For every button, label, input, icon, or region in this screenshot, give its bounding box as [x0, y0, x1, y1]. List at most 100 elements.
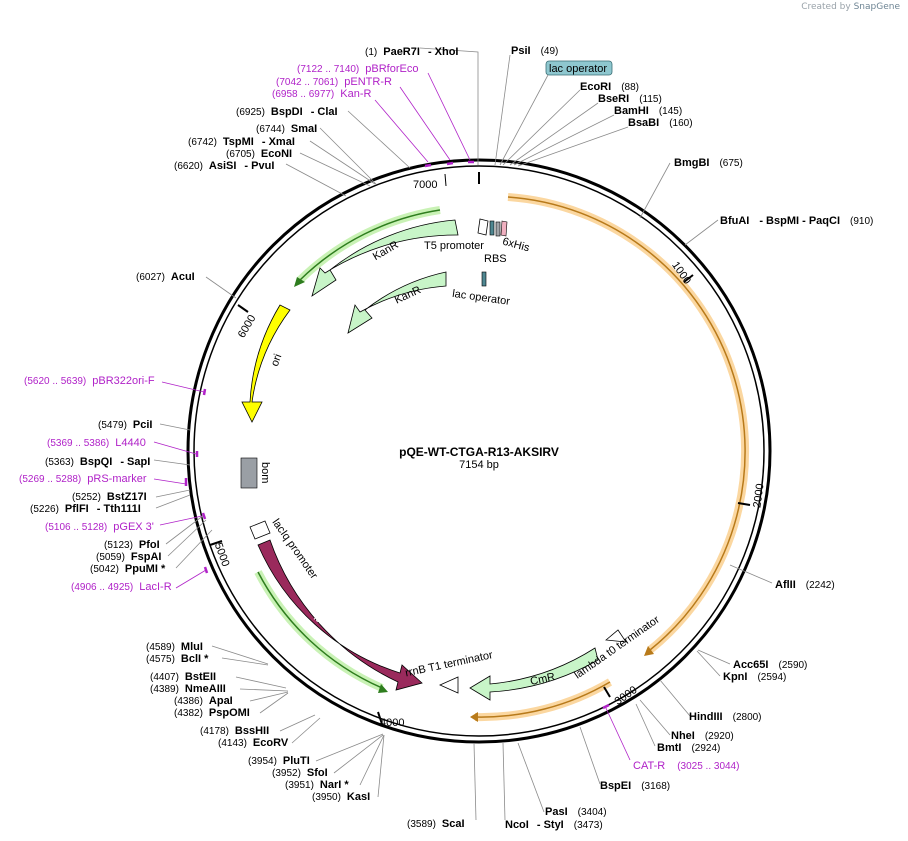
- connector-acui: [205, 276, 237, 299]
- primer-pbrforeco: (7122 .. 7140)pBRforEco: [297, 63, 418, 75]
- tick-mark-2000: [737, 502, 751, 506]
- connector-bfuai: [684, 219, 719, 246]
- connector-pflfi: [155, 494, 191, 509]
- enzyme-acui: (6027)AcuI: [136, 271, 195, 283]
- primer-line-kan-r: [374, 99, 429, 163]
- primer-pentr-r: (7042 .. 7061)pENTR-R: [276, 76, 392, 88]
- connector-bsabi: [517, 126, 629, 167]
- highlight-green-arc-line: [299, 209, 441, 281]
- connector-hindiii: [659, 679, 691, 717]
- connector-nmeaiii: [239, 688, 289, 692]
- highlight-green-arc2-line: [257, 571, 383, 689]
- tick-label-7000: 7000: [413, 179, 437, 191]
- enzyme-ecori: EcoRI(88): [580, 81, 639, 93]
- primer-cat-r: CAT-R(3025 .. 3044): [633, 760, 739, 772]
- connector-bspqi: [153, 459, 191, 466]
- rrnb-t1-arrow: [439, 676, 459, 694]
- highlight-green-arrow2: [378, 684, 388, 693]
- connector-tspmi: [309, 140, 376, 185]
- highlight-orange-arc2-line: [474, 681, 611, 718]
- enzyme-kasi: (3950)KasI: [312, 791, 370, 803]
- enzyme-pcii: (5479)PciI: [98, 419, 152, 431]
- connector-aflii: [729, 564, 773, 584]
- laci-arrow: [257, 539, 423, 691]
- primer-line-pgex3: [159, 515, 203, 526]
- lac-operator-box-2: [481, 271, 487, 287]
- enzyme-apai: (4386)ApaI: [174, 695, 233, 707]
- tick-label-2000: 2000: [751, 483, 766, 509]
- cmr-arrow: [469, 647, 599, 701]
- connector-lines: [153, 47, 773, 821]
- enzyme-ncoi: NcoI- StyI(3473): [505, 819, 603, 831]
- enzyme-nmeaiii: (4389)NmeAIII: [150, 683, 226, 695]
- enzyme-paer7i: (1)PaeR7I- XhoI: [365, 46, 459, 58]
- connector-nhei: [639, 699, 671, 736]
- enzyme-bsshii: (4178)BssHII: [200, 725, 269, 737]
- connector-beseri: [509, 102, 599, 166]
- lac-operator-box-1: [489, 220, 495, 236]
- enzyme-bsabi: BsaBI(160): [628, 117, 693, 129]
- connector-nari: [359, 734, 385, 786]
- primer-line-pbr322ori-f: [161, 381, 205, 393]
- enzyme-nhei: NheI(2920): [671, 730, 734, 742]
- enzyme-bfuai: BfuAI- BspMI - PaqCI(910): [720, 215, 873, 227]
- enzyme-hindiii: HindIII(2800): [689, 711, 762, 723]
- connector-pcii: [159, 423, 191, 431]
- credit: Created by SnapGene: [801, 2, 900, 12]
- connector-kpni: [696, 650, 721, 677]
- connector-fspai: [167, 519, 207, 557]
- connector-sfoi: [333, 734, 384, 774]
- primer-kan-r: (6958 .. 6977)Kan-R: [272, 88, 372, 100]
- enzyme-bcli: (4575)BclI *: [146, 653, 209, 665]
- tick-label-4000: 4000: [380, 717, 404, 729]
- primer-mark-laci-r: [203, 566, 209, 574]
- connector-bstz17i: [155, 489, 191, 498]
- connector-kasi: [377, 734, 385, 798]
- highlight-orange-arc-line: [507, 196, 746, 651]
- primer-laci-r: (4906 .. 4925)LacI-R: [71, 581, 172, 593]
- connector-lac-op-badge: [499, 74, 549, 166]
- rbs-box: [495, 221, 501, 237]
- connector-mlui: [211, 645, 269, 665]
- feature-label-cmr: CmR: [529, 671, 556, 688]
- connector-ppumi: [175, 529, 213, 569]
- feature-label-6xhis: 6xHis: [501, 236, 531, 255]
- primer-mark-pentr-r: [446, 161, 454, 166]
- highlight-orange-arrow2: [470, 712, 478, 722]
- tick-mark-5000: [209, 540, 223, 546]
- primer-line-pentr-r: [399, 86, 451, 161]
- enzyme-pasi: PasI(3404): [545, 806, 607, 818]
- kanr-arrow-outer: [311, 219, 459, 297]
- tick-mark-6000: [237, 304, 249, 313]
- enzyme-pfoi: (5123)PfoI: [104, 539, 160, 551]
- bom-box: [240, 457, 258, 489]
- enzyme-bmgbi: BmgBI(675): [674, 157, 743, 169]
- primer-line-prs-marker: [153, 478, 187, 485]
- enzyme-scai: (3589)ScaI: [407, 818, 465, 830]
- enzyme-acc65i: Acc65I(2590): [733, 659, 807, 671]
- enzyme-smai: (6744)SmaI: [256, 123, 317, 135]
- feature-label-lac-operator: lac operator: [451, 288, 511, 308]
- backbone-inner: [193, 165, 765, 737]
- enzyme-bmti: BmtI(2924): [657, 742, 720, 754]
- primer-line-cat-r: [604, 705, 631, 761]
- primer-marks: [184, 160, 610, 710]
- connector-apai: [249, 691, 289, 702]
- connector-bsshii: [279, 714, 316, 732]
- tick-label-5000: 5000: [212, 541, 232, 568]
- primer-prs-marker: (5269 .. 5288)pRS-marker: [19, 473, 147, 485]
- connector-pasi: [517, 742, 545, 813]
- enzyme-tspmi: (6742)TspMI- XmaI: [188, 136, 295, 148]
- tick-label-6000: 6000: [236, 313, 259, 340]
- primer-mark-kan-r: [424, 163, 432, 168]
- primer-lines: [153, 72, 631, 761]
- tick-label-3000: 3000: [613, 684, 640, 708]
- enzyme-bspei: BspEI(3168): [600, 780, 670, 792]
- enzyme-psii: PsiI(49): [511, 45, 558, 57]
- connector-ecorv: [291, 717, 321, 744]
- enzyme-bsteii: (4407)BstEII: [150, 671, 216, 683]
- connector-paer7i: [419, 47, 479, 165]
- connector-bspei: [579, 726, 601, 785]
- plasmid-length: 7154 bp: [459, 459, 499, 471]
